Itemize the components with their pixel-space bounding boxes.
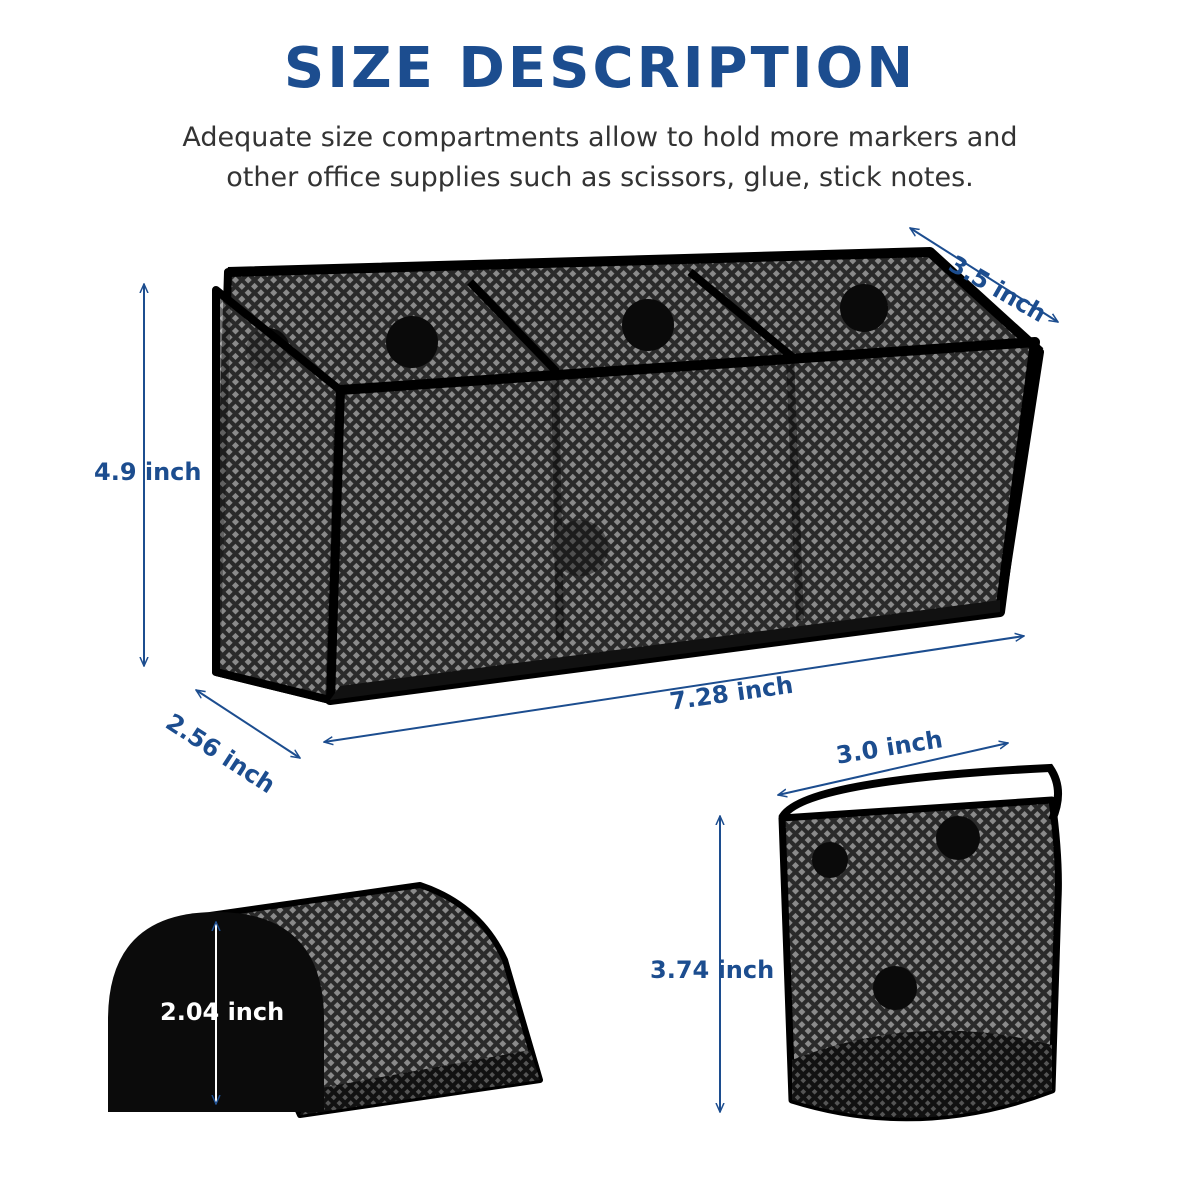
large-basket-image <box>212 247 1044 705</box>
height-label-cup: 3.74 inch <box>650 956 775 984</box>
description-line-2: other office supplies such as scissors, … <box>226 162 974 193</box>
description: Adequate size compartments allow to hold… <box>100 118 1100 198</box>
cup-front-view-image <box>778 763 1062 1122</box>
dimension-lines <box>144 228 1058 1112</box>
height-label-main: 4.9 inch <box>94 458 202 486</box>
side-height-label: 2.04 inch <box>160 998 285 1026</box>
page-title: SIZE DESCRIPTION <box>283 36 917 101</box>
description-line-1: Adequate size compartments allow to hold… <box>182 122 1018 153</box>
cup-side-view-image <box>108 882 543 1118</box>
